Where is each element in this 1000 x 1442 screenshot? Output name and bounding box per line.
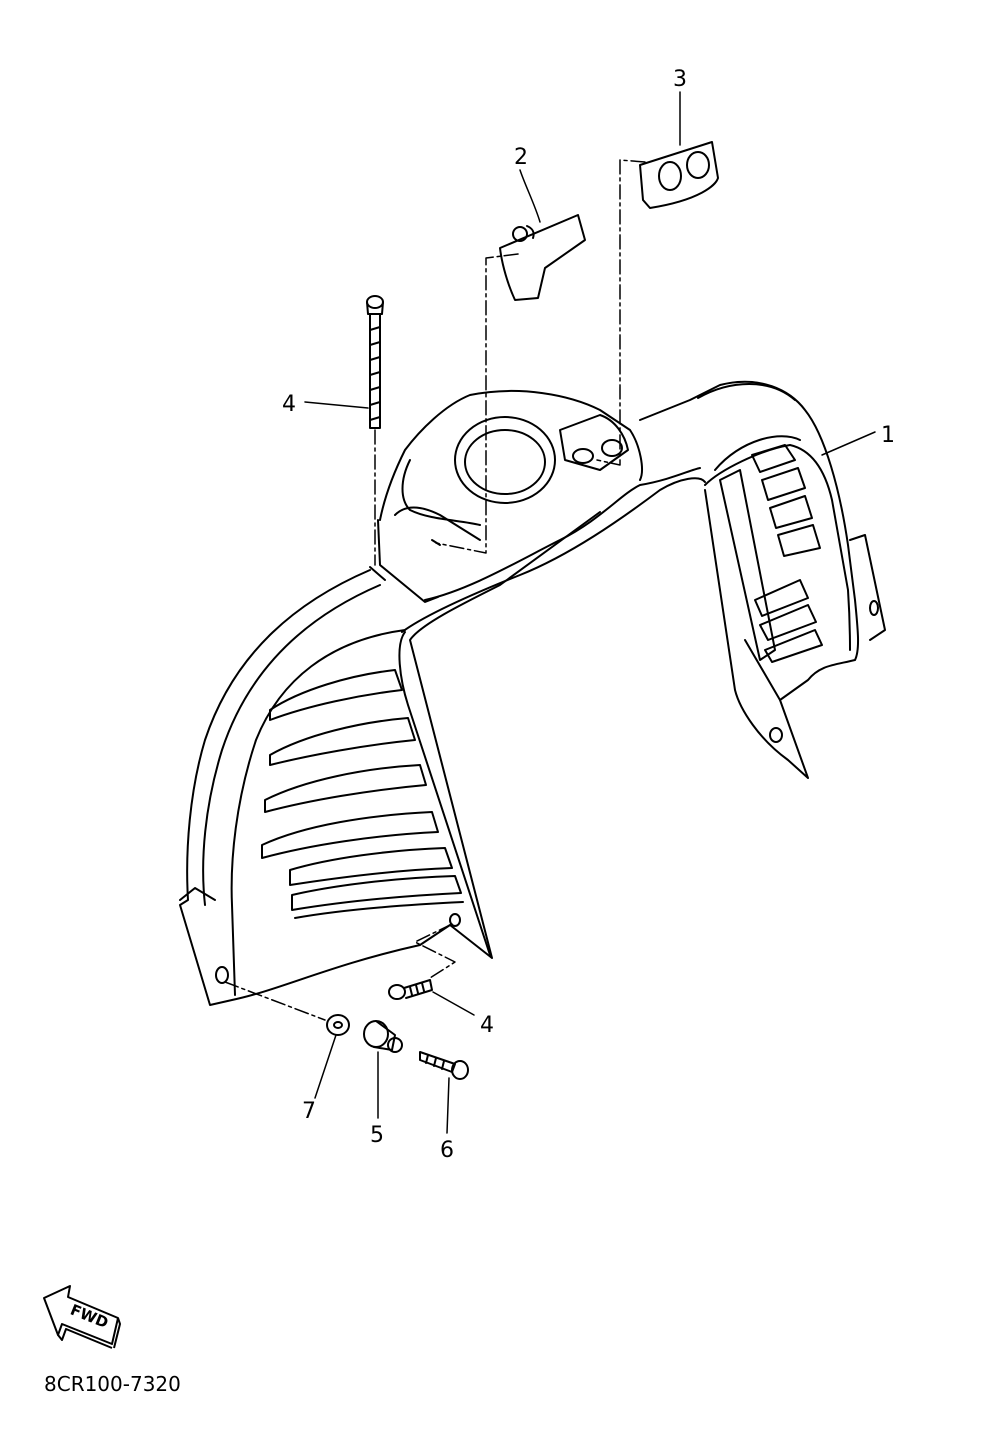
- callout-part-4-bottom: 4: [480, 1013, 494, 1038]
- bolt-6: [419, 1051, 469, 1080]
- callout-part-2: 2: [514, 145, 528, 170]
- leader-lines: [304, 91, 876, 1134]
- diagram-code: 8CR100-7320: [44, 1372, 181, 1396]
- callout-part-3: 3: [673, 67, 687, 92]
- grommet-5: [363, 1020, 403, 1053]
- washer-7: [326, 1014, 350, 1036]
- bracket-plate-2: [499, 214, 586, 301]
- callout-part-5: 5: [370, 1123, 384, 1148]
- screw-4-top: [366, 295, 384, 429]
- assembly-lines: [224, 159, 646, 1021]
- callout-part-4-top: 4: [282, 392, 296, 417]
- callout-part-7: 7: [302, 1099, 316, 1124]
- forward-arrow-icon: [43, 1285, 121, 1349]
- main-cowling: [179, 380, 886, 1006]
- callout-part-6: 6: [440, 1138, 454, 1163]
- bracket-plate-3: [639, 141, 719, 209]
- screw-4-bottom: [388, 979, 433, 1000]
- callout-part-1: 1: [881, 423, 895, 448]
